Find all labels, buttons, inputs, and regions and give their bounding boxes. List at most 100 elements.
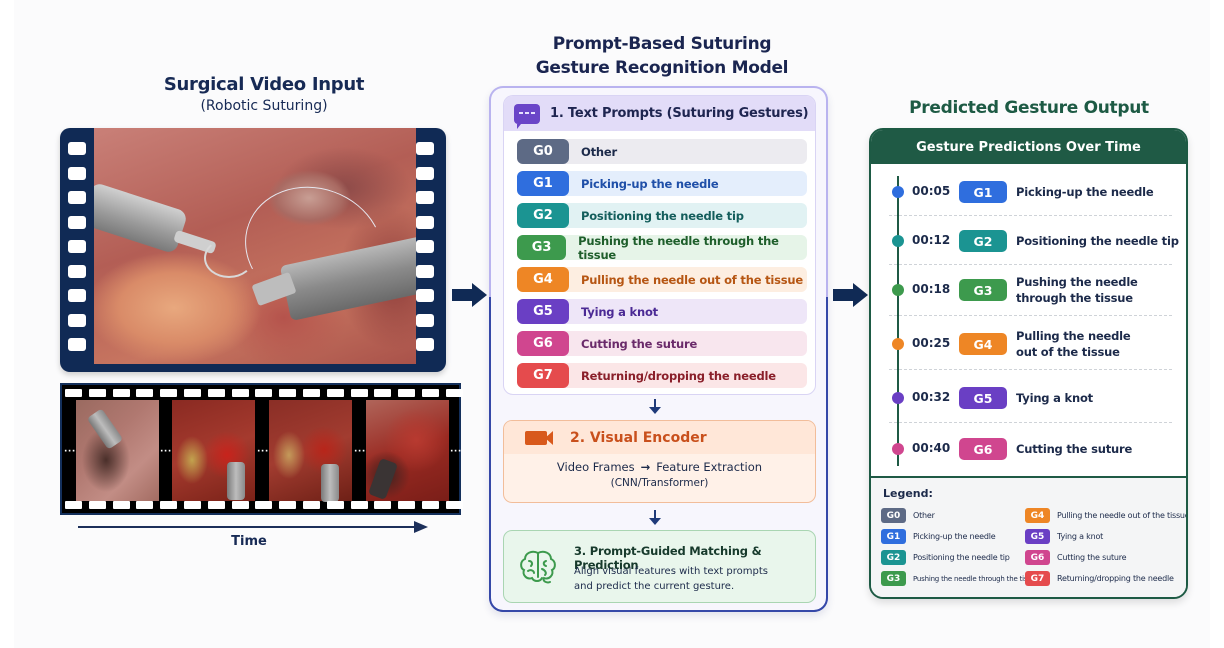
gesture-code-badge: G2 xyxy=(517,203,569,228)
filmstrip-hole xyxy=(421,501,439,509)
timestamp: 00:40 xyxy=(912,441,951,455)
filmstrip-hole xyxy=(88,389,106,397)
filmstrip-hole xyxy=(302,501,320,509)
filmstrip-hole xyxy=(65,501,82,509)
filmstrip-hole xyxy=(136,389,154,397)
time-arrow xyxy=(78,526,416,528)
timeline-dot xyxy=(892,284,904,296)
video-input-title: Surgical Video Input xyxy=(163,74,365,95)
model-title: Prompt-Based Suturing Gesture Recognitio… xyxy=(535,34,789,78)
frame-separator: ··· xyxy=(160,447,172,457)
filmstrip-holes-top xyxy=(65,389,463,397)
diagram-canvas: Surgical Video Input (Robotic Suturing) … xyxy=(14,0,1210,648)
gesture-code-badge: G7 xyxy=(517,363,569,388)
visual-encoder-card: 2. Visual Encoder Video Frames→Feature E… xyxy=(503,420,816,503)
brain-icon xyxy=(520,550,556,584)
video-film-frame xyxy=(60,128,446,372)
legend-label: Cutting the suture xyxy=(1057,553,1127,562)
filmstrip-hole xyxy=(445,389,463,397)
gesture-prompt-g6: G6 Cutting the suture xyxy=(517,331,807,356)
frame-separator: ··· xyxy=(450,447,462,457)
gesture-prompt-label: Pushing the needle through the tissue xyxy=(578,233,779,262)
filmstrip-hole xyxy=(207,389,225,397)
flow-arrow-input-to-model xyxy=(452,283,490,307)
filmstrip-hole xyxy=(398,501,416,509)
filmstrip-hole xyxy=(65,389,82,397)
timeline-dot xyxy=(892,235,904,247)
gesture-code-badge: G3 xyxy=(959,279,1007,301)
gesture-code-badge: G1 xyxy=(959,181,1007,203)
legend-badge: G2 xyxy=(881,550,906,565)
down-arrow-icon xyxy=(649,399,661,415)
filmstrip-hole xyxy=(350,389,368,397)
encoder-flow: Video Frames→Feature Extraction xyxy=(556,460,763,474)
surgical-video-frame xyxy=(94,128,416,364)
matching-description: Align visual features with text prompts … xyxy=(574,566,768,592)
film-sprocket-holes-right xyxy=(416,142,438,351)
video-frame-thumbnail-3 xyxy=(269,400,352,502)
film-sprocket-holes-left xyxy=(68,142,90,351)
timeline-dot xyxy=(892,392,904,404)
timeline-axis xyxy=(897,176,899,466)
output-panel-header: Gesture Predictions Over Time xyxy=(871,130,1186,164)
legend-title: Legend: xyxy=(883,487,933,500)
video-frames-filmstrip: ··· ··· ··· ··· ··· xyxy=(60,383,463,515)
gesture-prompt-label: Cutting the suture xyxy=(581,336,698,351)
timeline-dot xyxy=(892,186,904,198)
timestamp: 00:12 xyxy=(912,233,951,247)
gesture-code-badge: G5 xyxy=(517,299,569,324)
predicted-gesture-label: Cutting the suture xyxy=(1016,442,1133,456)
filmstrip-hole xyxy=(326,501,344,509)
legend-label: Pulling the needle out of the tissue xyxy=(1057,511,1188,520)
gesture-code-badge: G3 xyxy=(517,235,567,260)
filmstrip-hole xyxy=(350,501,368,509)
legend-label: Picking-up the needle xyxy=(913,532,996,541)
legend-badge: G7 xyxy=(1025,571,1050,586)
timestamp: 00:25 xyxy=(912,336,951,350)
predicted-gesture-label: Tying a knot xyxy=(1016,391,1093,405)
filmstrip-hole xyxy=(112,389,130,397)
filmstrip-hole xyxy=(445,501,463,509)
output-title: Predicted Gesture Output xyxy=(909,98,1149,118)
legend-badge: G0 xyxy=(881,508,906,523)
filmstrip-hole xyxy=(112,501,130,509)
filmstrip-hole xyxy=(279,389,297,397)
predicted-gesture-label: Positioning the needle tip xyxy=(1016,234,1179,248)
filmstrip-hole xyxy=(302,389,320,397)
down-arrow-icon xyxy=(649,510,661,526)
filmstrip-hole xyxy=(326,389,344,397)
frame-separator: ··· xyxy=(354,447,366,457)
timeline-separator xyxy=(889,369,1172,370)
text-prompts-header: 1. Text Prompts (Suturing Gestures) xyxy=(504,96,815,131)
time-arrow-head xyxy=(414,521,428,533)
left-robotic-instrument xyxy=(94,181,189,255)
gesture-code-badge: G2 xyxy=(959,230,1007,252)
timeline-dot xyxy=(892,338,904,350)
filmstrip-hole xyxy=(136,501,154,509)
legend-badge: G3 xyxy=(881,571,906,586)
gesture-prompt-label: Returning/dropping the needle xyxy=(581,368,776,383)
matching-prediction-card: 3. Prompt-Guided Matching & Prediction A… xyxy=(503,530,816,603)
filmstrip-hole xyxy=(255,389,273,397)
timeline-separator xyxy=(889,315,1172,316)
gesture-code-badge: G6 xyxy=(517,331,569,356)
filmstrip-hole xyxy=(183,389,201,397)
filmstrip-hole xyxy=(207,501,225,509)
